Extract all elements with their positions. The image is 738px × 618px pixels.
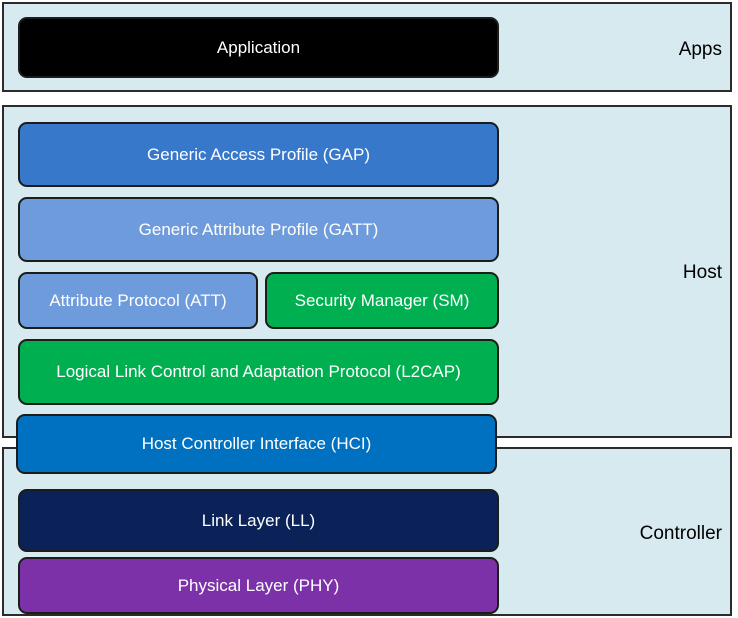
layer-l2cap[interactable]: Logical Link Control and Adaptation Prot… [18,339,499,405]
layer-physical-layer[interactable]: Physical Layer (PHY) [18,557,499,614]
layer-att[interactable]: Attribute Protocol (ATT) [18,272,258,329]
section-label-host: Host [682,262,722,283]
section-host: Generic Access Profile (GAP) Generic Att… [2,105,732,438]
layer-gap[interactable]: Generic Access Profile (GAP) [18,122,499,187]
section-controller: Link Layer (LL) Physical Layer (PHY) Con… [2,447,732,616]
layer-gatt[interactable]: Generic Attribute Profile (GATT) [18,197,499,262]
section-label-apps: Apps [678,39,722,60]
layer-link-layer[interactable]: Link Layer (LL) [18,489,499,552]
layer-security-manager[interactable]: Security Manager (SM) [265,272,499,329]
section-apps: Application Apps [2,2,732,92]
section-label-controller: Controller [639,523,722,544]
layer-hci[interactable]: Host Controller Interface (HCI) [16,414,497,474]
layer-application[interactable]: Application [18,17,499,78]
